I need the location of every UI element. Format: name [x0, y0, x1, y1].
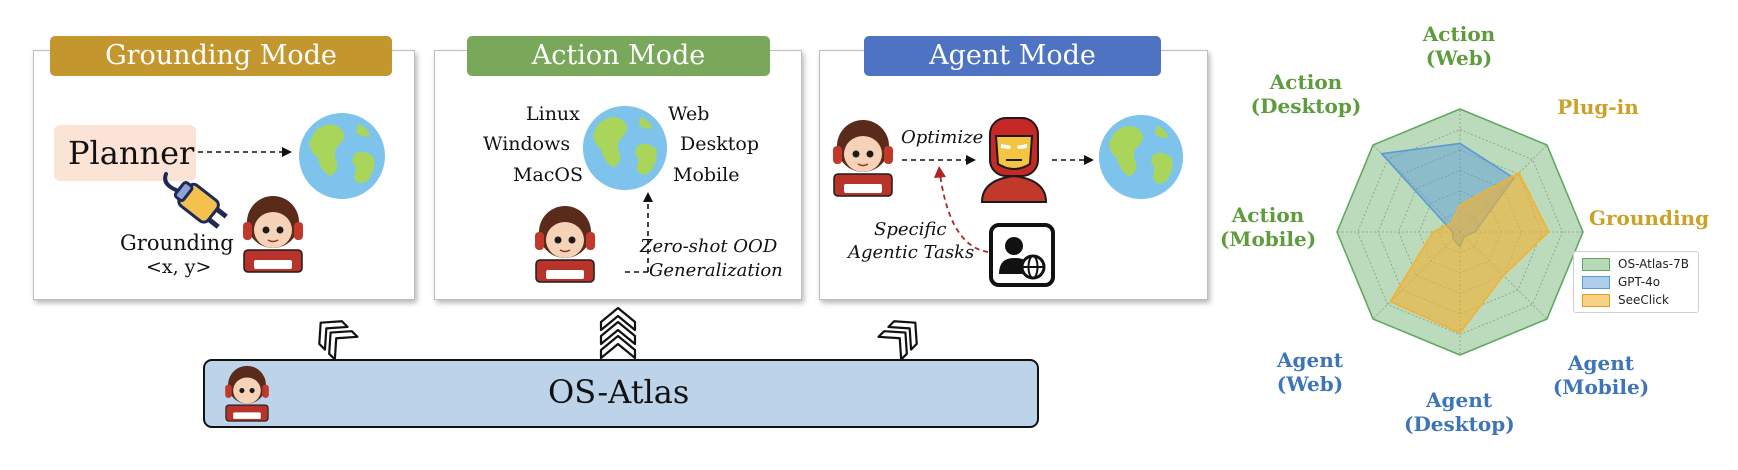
globe-icon: [582, 105, 668, 191]
radar-legend: OS-Atlas-7B GPT-4o SeeClick: [1573, 251, 1699, 313]
web-user-icon: [989, 223, 1055, 287]
radar-chart: [1336, 108, 1584, 356]
platform-macos: MacOS: [513, 164, 584, 186]
platform-mobile: Mobile: [673, 164, 740, 186]
legend-swatch-gpt-4o: [1582, 275, 1610, 289]
globe-icon: [1098, 114, 1184, 200]
legend-swatch-seeclick: [1582, 293, 1610, 307]
optimize-arrow: [902, 155, 976, 165]
iron-man-agent-icon: [980, 117, 1048, 203]
axis-label-action-desktop: Action(Desktop): [1250, 70, 1362, 118]
axis-label-agent-desktop: Agent(Desktop): [1404, 388, 1515, 436]
legend-item-seeclick: SeeClick: [1582, 292, 1669, 308]
legend-item-os-atlas: OS-Atlas-7B: [1582, 256, 1689, 272]
axis-label-grounding: Grounding: [1588, 206, 1710, 230]
generalization-arrow: [625, 192, 653, 273]
legend-swatch-os-atlas: [1582, 257, 1610, 271]
radar-series-seeclick: [1389, 172, 1550, 334]
globe-icon: [299, 113, 385, 199]
os-atlas-mascot-icon: [243, 196, 303, 273]
grounding-label: Grounding: [120, 231, 234, 255]
optimize-label: Optimize: [901, 127, 984, 148]
plug-icon: [163, 172, 228, 229]
legend-label-gpt-4o: GPT-4o: [1618, 275, 1661, 289]
axis-label-action-mobile: Action(Mobile): [1219, 203, 1317, 251]
platform-windows: Windows: [483, 133, 571, 155]
os-atlas-base-bar: [203, 359, 1039, 428]
specific-tasks-line1: Specific: [874, 219, 947, 240]
coordinate-label: <x, y>: [146, 256, 212, 278]
os-atlas-mascot-icon: [833, 120, 893, 197]
platform-web: Web: [668, 103, 710, 125]
axis-label-agent-mobile: Agent(Mobile): [1552, 351, 1650, 399]
specific-task-arrow: [934, 166, 989, 253]
generalization-label-line1: Zero-shot OOD: [640, 236, 778, 257]
os-atlas-mascot-icon: [535, 206, 595, 283]
planner-box: [54, 125, 196, 181]
axis-label-action-web: Action(Web): [1422, 22, 1496, 70]
os-atlas-label: OS-Atlas: [548, 373, 690, 411]
chevron-up-right-icon: [877, 320, 918, 361]
radar-grid-ring: [1357, 129, 1563, 335]
legend-label-seeclick: SeeClick: [1618, 293, 1669, 307]
axis-label-agent-web: Agent(Web): [1276, 348, 1344, 396]
specific-tasks-line2: Agentic Tasks: [848, 242, 975, 263]
axis-label-plug-in: Plug-in: [1557, 95, 1639, 119]
os-atlas-mascot-icon: [225, 365, 269, 422]
agent-to-world-arrow: [1052, 155, 1094, 165]
planner-label: Planner: [68, 134, 195, 172]
chevron-up-icon: [599, 306, 637, 360]
legend-item-gpt-4o: GPT-4o: [1582, 274, 1660, 290]
action-mode-title: Action Mode: [467, 36, 770, 76]
chevron-up-left-icon: [318, 320, 359, 361]
grounding-mode-title: Grounding Mode: [50, 36, 392, 76]
agent-mode-title: Agent Mode: [864, 36, 1161, 76]
platform-linux: Linux: [526, 103, 580, 125]
platform-desktop: Desktop: [680, 133, 759, 155]
legend-label-os-atlas: OS-Atlas-7B: [1618, 257, 1689, 271]
generalization-label-line2: Generalization: [649, 260, 783, 281]
planner-to-world-arrow: [198, 147, 292, 157]
